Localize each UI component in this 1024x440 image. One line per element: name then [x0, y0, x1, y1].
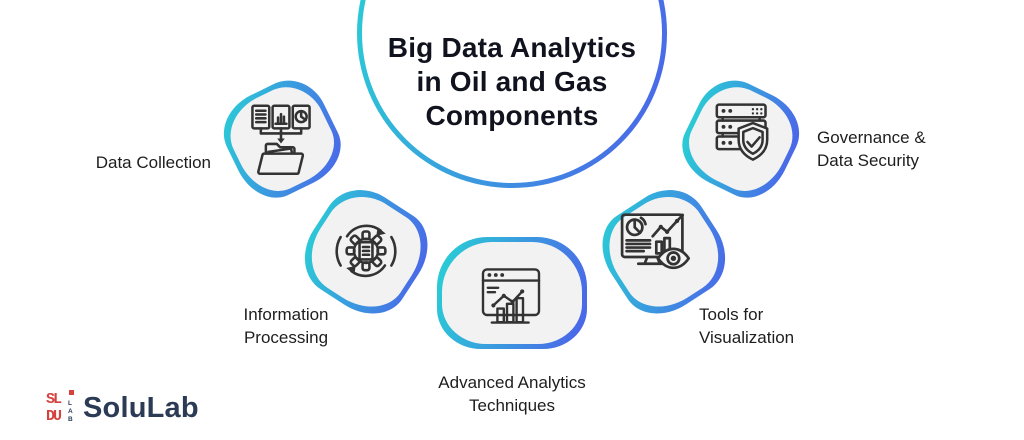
center-circle: Big Data Analytics in Oil and Gas Compon…	[357, 0, 667, 188]
label-tools-visualization: Tools for Visualization	[699, 305, 795, 347]
logo-mark-side-a: A	[68, 408, 73, 415]
monitor-dashboard-eye-icon	[614, 203, 704, 293]
logo-mark-square	[69, 390, 74, 395]
brand-name: SoluLab	[83, 391, 199, 424]
solulab-logo: SL DU L A B SoluLab	[46, 389, 199, 427]
center-circle-fill: Big Data Analytics in Oil and Gas Compon…	[362, 0, 662, 183]
gear-document-cycle-icon	[323, 207, 409, 293]
logo-mark-side-b: B	[68, 416, 73, 423]
label-governance-security: Governance & Data Security	[817, 128, 926, 170]
server-shield-check-icon	[700, 92, 784, 176]
solulab-logo-icon: SL DU L A B	[46, 390, 74, 425]
logo-mark-top: SL	[46, 391, 62, 408]
label-information-processing: Information Processing	[243, 305, 329, 347]
page-title: Big Data Analytics in Oil and Gas Compon…	[387, 32, 637, 131]
logo-mark-side-l: L	[68, 400, 72, 407]
blob-advanced-analytics	[437, 237, 587, 349]
label-data-collection: Data Collection	[95, 153, 211, 172]
blob-advanced-analytics-fill	[442, 242, 582, 344]
documents-to-folder-icon	[239, 99, 323, 183]
logo-mark-bottom: DU	[46, 408, 62, 425]
browser-analytics-chart-icon	[471, 259, 551, 339]
label-advanced-analytics: Advanced Analytics Techniques	[438, 373, 586, 415]
